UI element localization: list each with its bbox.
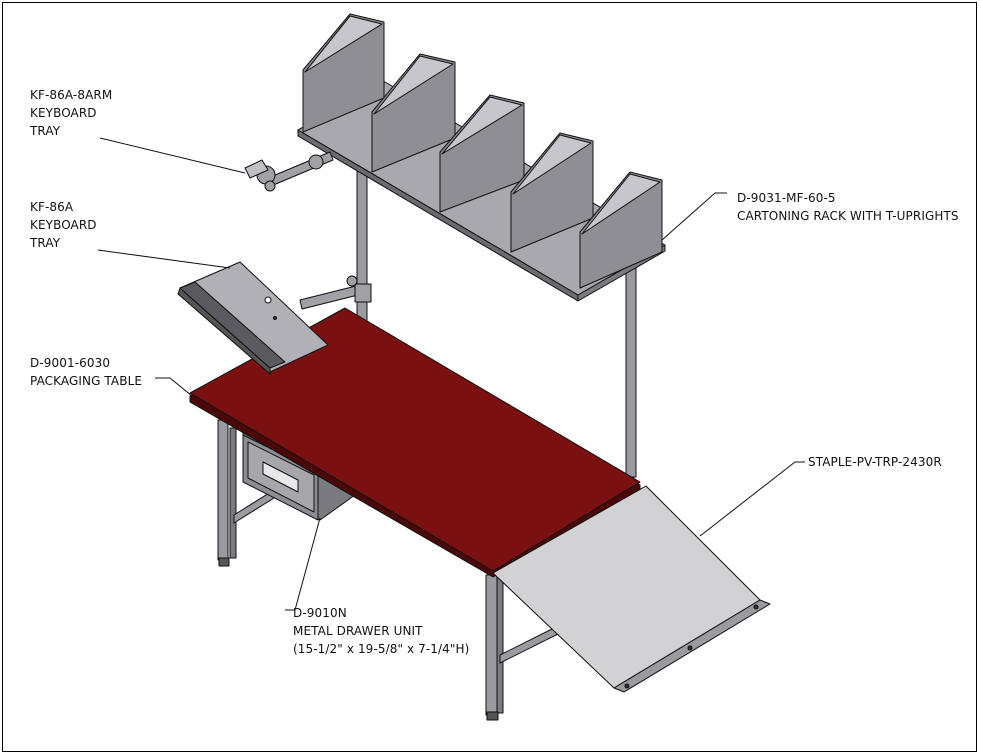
callout-table-desc: PACKAGING TABLE — [30, 374, 143, 388]
leader-lines — [97, 137, 805, 611]
callout-keyboard-tray: KF-86A KEYBOARD TRAY — [30, 198, 97, 252]
callout-table: D-9001-6030 PACKAGING TABLE — [30, 354, 142, 390]
rack-dividers — [302, 13, 663, 289]
callout-keyboard-tray-desc1: KEYBOARD — [30, 218, 97, 232]
callout-keyboard-tray-desc2: TRAY — [30, 236, 61, 250]
staple-ramp — [492, 485, 771, 693]
callout-drawer: D-9010N METAL DRAWER UNIT (15-1/2" x 19-… — [293, 604, 469, 658]
callout-table-part: D-9001-6030 — [30, 356, 111, 370]
keyboard-tray — [177, 261, 329, 375]
callout-keyboard-arm-desc1: KEYBOARD — [30, 106, 97, 120]
callout-rack: D-9031-MF-60-5 CARTONING RACK WITH T-UPR… — [737, 189, 959, 225]
callout-drawer-desc: METAL DRAWER UNIT — [293, 624, 423, 638]
callout-ramp-part: STAPLE-PV-TRP-2430R — [808, 455, 942, 469]
callout-keyboard-arm-desc2: TRAY — [30, 124, 61, 138]
callout-drawer-dims: (15-1/2" x 19-5/8" x 7-1/4"H) — [293, 642, 470, 656]
callout-keyboard-arm-part: KF-86A-8ARM — [30, 88, 113, 102]
keyboard-arm-lower — [299, 275, 372, 310]
callout-rack-desc: CARTONING RACK WITH T-UPRIGHTS — [737, 209, 959, 223]
callout-keyboard-arm: KF-86A-8ARM KEYBOARD TRAY — [30, 86, 112, 140]
callout-keyboard-tray-part: KF-86A — [30, 200, 74, 214]
callout-rack-part: D-9031-MF-60-5 — [737, 191, 836, 205]
callout-ramp: STAPLE-PV-TRP-2430R — [808, 453, 942, 471]
callout-drawer-part: D-9010N — [293, 606, 347, 620]
keyboard-arm-upper — [244, 151, 334, 192]
